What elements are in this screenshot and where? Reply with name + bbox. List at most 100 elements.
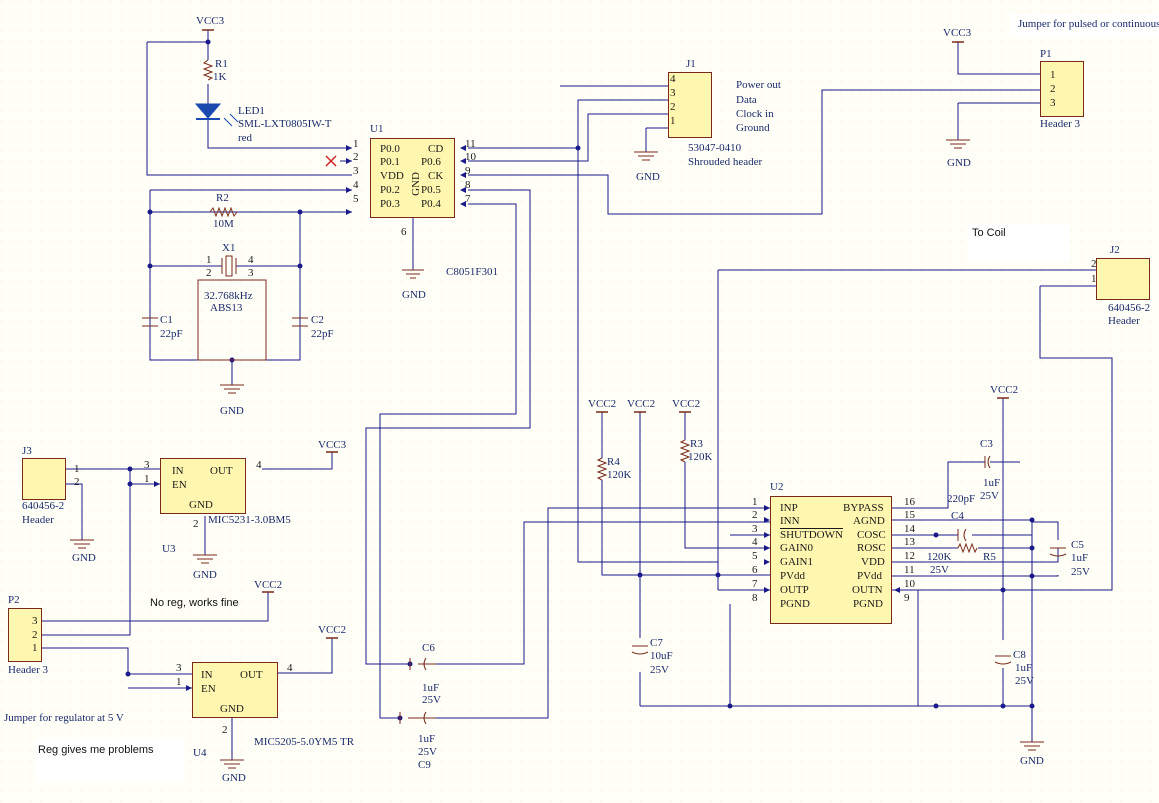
u2-num-1: 1 [752, 496, 758, 508]
vcc2-label-p2: VCC2 [254, 579, 283, 591]
u4-pin-3: 3 [176, 662, 182, 674]
x1-pin-1: 1 [206, 254, 212, 266]
note-to-coil: To Coil [972, 227, 1006, 239]
gnd-label-j1: GND [636, 171, 660, 183]
c7-value: 10uF [650, 650, 673, 662]
u3-pin-2: 2 [193, 518, 199, 530]
c1-ref: C1 [160, 314, 173, 326]
u2-num-7: 7 [752, 578, 758, 590]
c7-ref: C7 [650, 637, 663, 649]
u2-pin-rosc: ROSC [857, 542, 886, 554]
u1-body [370, 138, 455, 218]
c9-ref: C9 [418, 759, 431, 771]
c4-ref: C4 [951, 510, 964, 522]
p1-pin-1: 1 [1050, 69, 1056, 81]
c7-capacitor [631, 645, 649, 655]
u1-pin-p04: P0.4 [421, 198, 441, 210]
vcc2-label-c7: VCC2 [627, 398, 656, 410]
p2-pin-1: 1 [32, 642, 38, 654]
c4-value: 220pF [947, 493, 976, 505]
note-reg-problems: Reg gives me problems [38, 744, 154, 756]
u2-pin-vdd: VDD [861, 556, 885, 568]
junction-dots [125, 39, 1035, 721]
p1-pin-2: 2 [1050, 83, 1056, 95]
j1-part: 53047-0410 [688, 142, 742, 154]
led1-color: red [238, 132, 253, 144]
j1-signal-data: Data [736, 94, 757, 106]
u2-num-5: 5 [752, 550, 758, 562]
c6-voltage: 25V [422, 694, 441, 706]
vcc-bars [202, 29, 1009, 639]
r5-resistor [957, 542, 978, 554]
j3-desc: Header [22, 514, 54, 526]
u1-pin-num-1: 1 [353, 138, 359, 150]
note-jumper-pulsed: Jumper for pulsed or continuous [1018, 18, 1159, 30]
u3-part: MIC5231-3.0BM5 [208, 514, 291, 526]
j2-desc: Header [1108, 315, 1140, 327]
note-no-reg: No reg, works fine [150, 597, 239, 609]
u2-pin-bypass: BYPASS [843, 502, 884, 514]
j1-signal-ground: Ground [736, 122, 770, 134]
u4-pin-4: 4 [287, 662, 293, 674]
c5-capacitor [1049, 547, 1067, 557]
u1-pin-p00: P0.0 [380, 143, 400, 155]
u2-ref: U2 [770, 481, 784, 493]
u1-ref: U1 [370, 123, 384, 135]
gnd-label-u1: GND [402, 289, 426, 301]
u3-ref: U3 [162, 543, 176, 555]
x1-pin-4: 4 [248, 254, 254, 266]
u4-body [192, 662, 278, 718]
p2-body [8, 608, 42, 662]
c7-voltage: 25V [650, 664, 669, 676]
u2-pin-inp: INP [780, 502, 798, 514]
j1-pin-2: 2 [670, 101, 676, 113]
p2-pin-3: 3 [32, 615, 38, 627]
gnd-label-j3: GND [72, 552, 96, 564]
u2-pin-outp: OUTP [780, 584, 809, 596]
u1-pin-p06: P0.6 [421, 156, 441, 168]
u2-num-14: 14 [904, 523, 915, 535]
vcc2-label-u4: VCC2 [318, 624, 347, 636]
r3-ref: R3 [690, 438, 703, 450]
vcc3-label-u3: VCC3 [318, 439, 347, 451]
c6-c9-capacitors [399, 658, 436, 724]
u1-part: C8051F301 [446, 266, 498, 278]
u2-pin-shutdown: SHUTDOWN [780, 529, 843, 541]
u1-gnd-label: GND [409, 172, 422, 196]
u2-pin-pvdd-r: PVdd [857, 570, 883, 582]
p1-ref: P1 [1040, 48, 1052, 60]
gnd-label-x1: GND [220, 405, 244, 417]
vcc3-label-p1: VCC3 [943, 27, 972, 39]
p1-pin-3: 3 [1050, 97, 1056, 109]
c1-value: 22pF [160, 328, 183, 340]
u2-num-13: 13 [904, 536, 915, 548]
ground-symbols [70, 139, 1044, 769]
j3-ref: J3 [22, 445, 32, 457]
u2-pin-agnd: AGND [853, 515, 885, 527]
u3-pin-1: 1 [144, 473, 150, 485]
r2-ref: R2 [216, 192, 229, 204]
u4-en: EN [201, 683, 216, 695]
u1-pin-num-7: 7 [465, 193, 471, 205]
gnd-label-p1: GND [947, 157, 971, 169]
u1-pin-num-3: 3 [353, 165, 359, 177]
u1-pin-num-5: 5 [353, 193, 359, 205]
c9-value: 1uF [418, 733, 436, 745]
j1-pin-3: 3 [670, 87, 676, 99]
r1-ref: R1 [215, 58, 228, 70]
p1-desc: Header 3 [1040, 118, 1081, 130]
p2-pin-2: 2 [32, 629, 38, 641]
c9-voltage: 25V [418, 746, 437, 758]
x1-part: ABS13 [210, 302, 243, 314]
c2-value: 22pF [311, 328, 334, 340]
gnd-label-u3: GND [193, 569, 217, 581]
u4-ref: U4 [193, 747, 207, 759]
led1-part: SML-LXT0805IW-T [238, 118, 332, 130]
note-box-reg [36, 740, 184, 782]
r5-ref: R5 [983, 551, 996, 563]
vcc2-label-u2: VCC2 [990, 384, 1019, 396]
c6-value: 1uF [422, 682, 440, 694]
r4-value: 120K [607, 469, 632, 481]
note-jumper-reg: Jumper for regulator at 5 V [4, 712, 124, 724]
